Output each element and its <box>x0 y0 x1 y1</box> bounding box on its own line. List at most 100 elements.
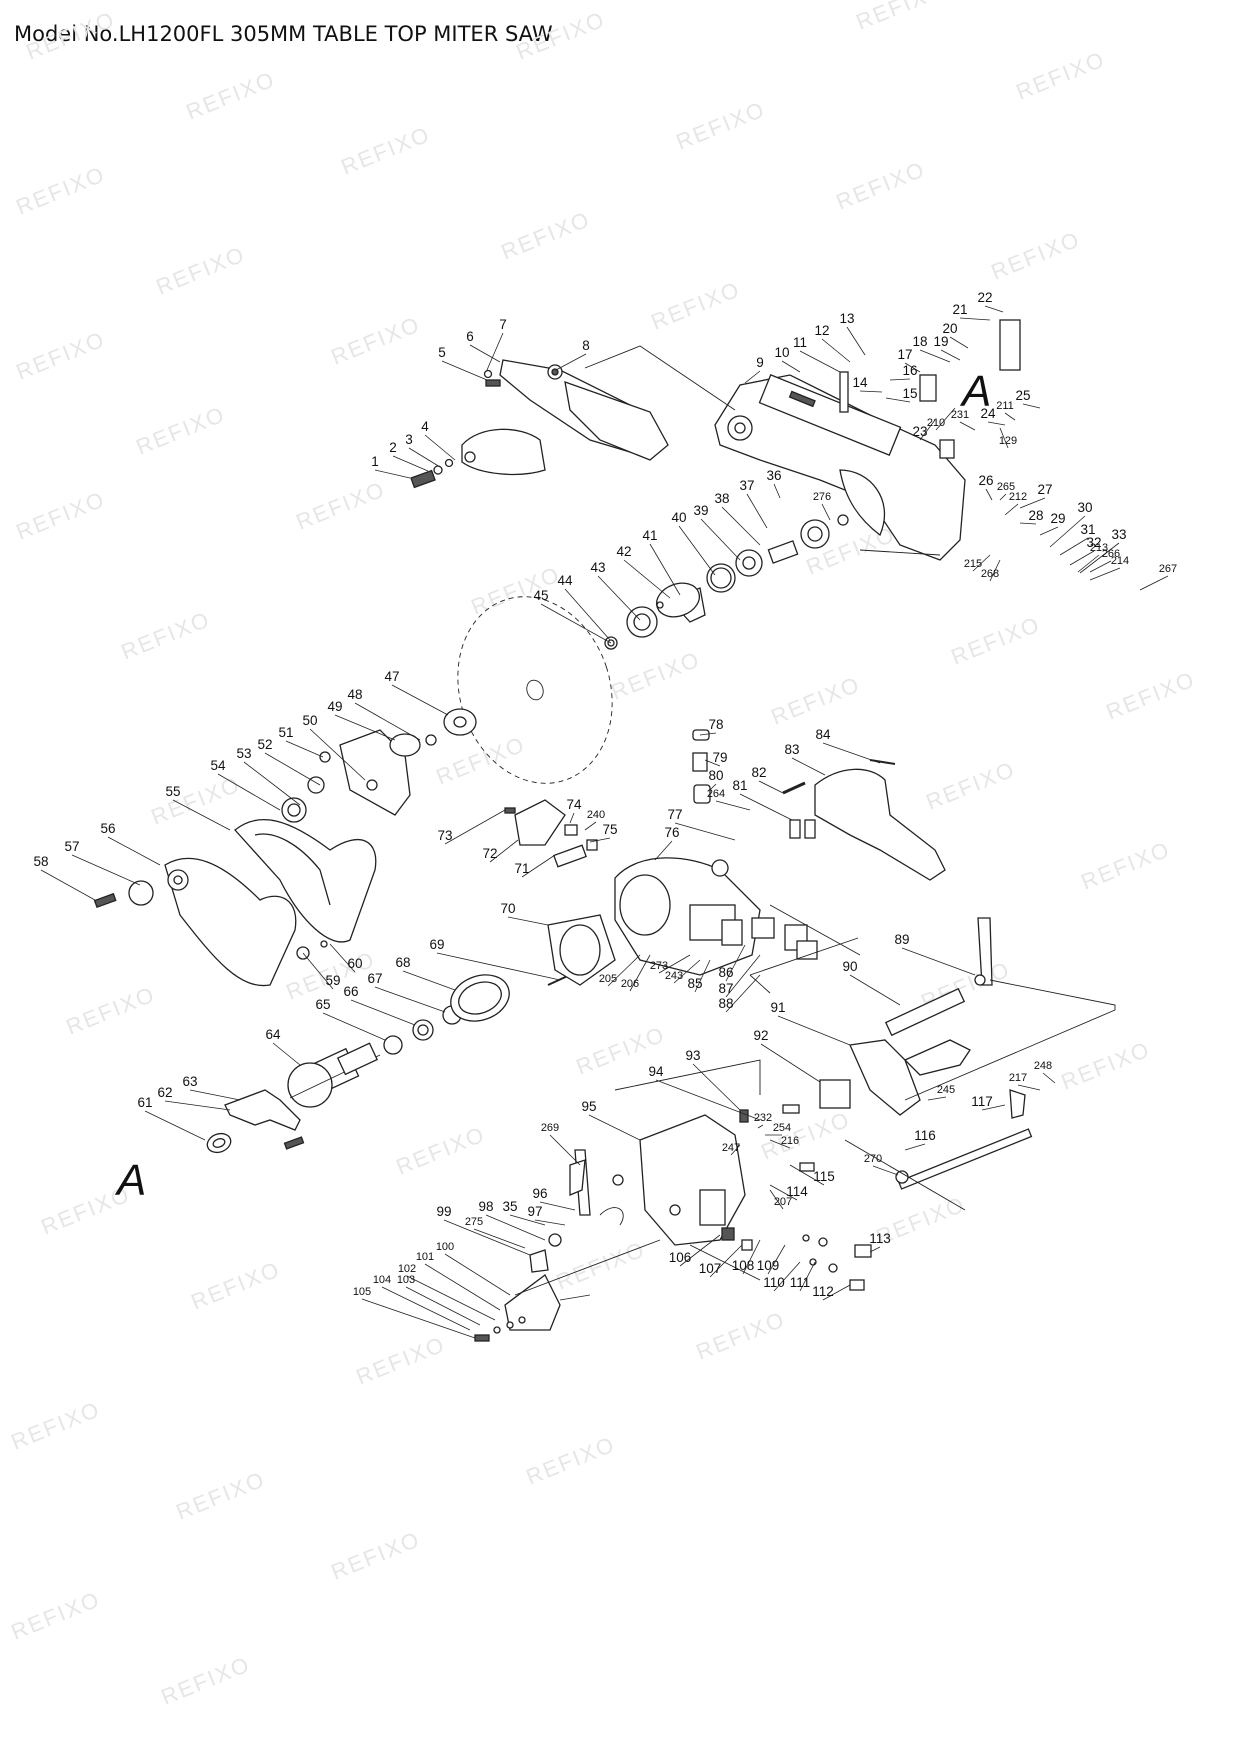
leader-line <box>781 360 801 373</box>
leader-line <box>984 305 1004 313</box>
part-number-label: 247 <box>722 1142 740 1154</box>
part-number-label: 232 <box>754 1112 772 1124</box>
part-number-label: 80 <box>708 768 723 783</box>
leader-line <box>243 761 301 806</box>
watermark-text: REFIXO <box>923 756 1019 814</box>
leader-line <box>444 809 506 845</box>
part-number-label: 11 <box>793 335 807 350</box>
watermark-text: REFIXO <box>468 561 564 619</box>
leader-line <box>679 1234 721 1267</box>
part-number-label: 205 <box>599 973 617 985</box>
part-number-label: 23 <box>912 424 927 439</box>
part-number-label: 70 <box>500 901 515 916</box>
guide-bracket <box>977 917 993 986</box>
leader-line <box>725 974 761 1013</box>
part-number-label: 76 <box>664 825 679 840</box>
watermark-text: REFIXO <box>853 0 949 35</box>
leader-line <box>789 1164 825 1186</box>
part-number-label: 20 <box>942 321 957 336</box>
part-number-label: 59 <box>325 973 340 988</box>
leader-line <box>444 1253 511 1296</box>
leader-line <box>739 793 793 821</box>
part-number-label: 56 <box>100 821 115 836</box>
leader-line <box>534 1219 566 1226</box>
part-number-label: 206 <box>621 978 639 990</box>
leader-line <box>655 1079 761 1121</box>
leader-line <box>927 1096 947 1101</box>
part-number-label: 210 <box>927 417 945 429</box>
leader-line <box>549 1134 581 1166</box>
part-number-label: 50 <box>302 713 317 728</box>
part-number-label: 114 <box>786 1184 808 1199</box>
watermark-text: REFIXO <box>498 206 594 264</box>
watermark-text: REFIXO <box>118 606 214 664</box>
part-number-label: 71 <box>514 861 529 876</box>
watermark-text: REFIXO <box>328 311 424 369</box>
leader-line <box>742 1239 761 1275</box>
parts-drawing <box>93 319 1116 1342</box>
leader-line <box>469 344 501 363</box>
leader-line <box>987 421 1006 426</box>
part-number-label: 101 <box>416 1251 434 1263</box>
leader-line <box>999 427 1009 449</box>
leader-line <box>485 1214 546 1241</box>
watermark-text: REFIXO <box>183 66 279 124</box>
part-number-label: 35 <box>502 1199 517 1214</box>
part-number-label: 9 <box>756 355 764 370</box>
part-number-label: 91 <box>770 1000 785 1015</box>
watermark-text: REFIXO <box>153 241 249 299</box>
part-number-label: 100 <box>436 1241 454 1253</box>
watermark-text: REFIXO <box>988 226 1084 284</box>
watermark-text: REFIXO <box>23 6 119 64</box>
part-number-label: 269 <box>541 1122 559 1134</box>
leader-line <box>725 954 761 998</box>
watermark-text: REFIXO <box>13 486 109 544</box>
part-number-label: 33 <box>1111 527 1126 542</box>
leader-line <box>443 1219 531 1256</box>
part-number-label: 93 <box>685 1048 700 1063</box>
leader-line <box>985 488 993 501</box>
leader-line <box>822 1284 851 1301</box>
part-number-label: 275 <box>465 1216 483 1228</box>
watermark-text: REFIXO <box>433 731 529 789</box>
part-number-label: 105 <box>353 1286 371 1298</box>
leader-line <box>1079 542 1120 574</box>
leader-line <box>760 1043 821 1083</box>
watermark-text: REFIXO <box>523 1431 619 1489</box>
part-number-label: 88 <box>718 996 733 1011</box>
watermark-text: REFIXO <box>188 1256 284 1314</box>
watermark-text: REFIXO <box>13 161 109 219</box>
leader-line <box>673 959 701 984</box>
part-number-label: 276 <box>813 491 831 503</box>
leader-line <box>405 1286 481 1326</box>
leader-line <box>981 1104 1006 1111</box>
watermark-text: REFIXO <box>353 1331 449 1389</box>
part-number-label: 24 <box>980 406 996 421</box>
part-number-label: 73 <box>437 828 452 843</box>
leader-line <box>1019 522 1037 525</box>
part-number-label: 211 <box>996 400 1014 412</box>
leader-line <box>746 493 768 529</box>
carry-handle <box>814 768 946 881</box>
leader-line <box>71 854 141 886</box>
part-number-label: 19 <box>933 334 948 349</box>
part-number-label: 14 <box>852 375 868 390</box>
part-number-label: 58 <box>33 854 48 869</box>
leader-line <box>1022 403 1041 409</box>
leader-line <box>821 338 851 363</box>
part-number-label: 212 <box>1009 491 1027 503</box>
part-number-label: 111 <box>790 1275 811 1290</box>
part-number-label: 42 <box>616 544 631 559</box>
leader-line <box>391 684 449 716</box>
leader-line <box>1042 1072 1056 1084</box>
leader-line <box>959 421 976 431</box>
part-number-label: 84 <box>815 727 831 742</box>
part-number-label: 270 <box>864 1153 882 1165</box>
watermark-text: REFIXO <box>1078 836 1174 894</box>
leader-line <box>354 702 421 741</box>
leader-line <box>144 1110 206 1141</box>
part-number-label: 92 <box>753 1028 768 1043</box>
leader-line <box>408 447 441 468</box>
leader-line <box>285 740 324 758</box>
